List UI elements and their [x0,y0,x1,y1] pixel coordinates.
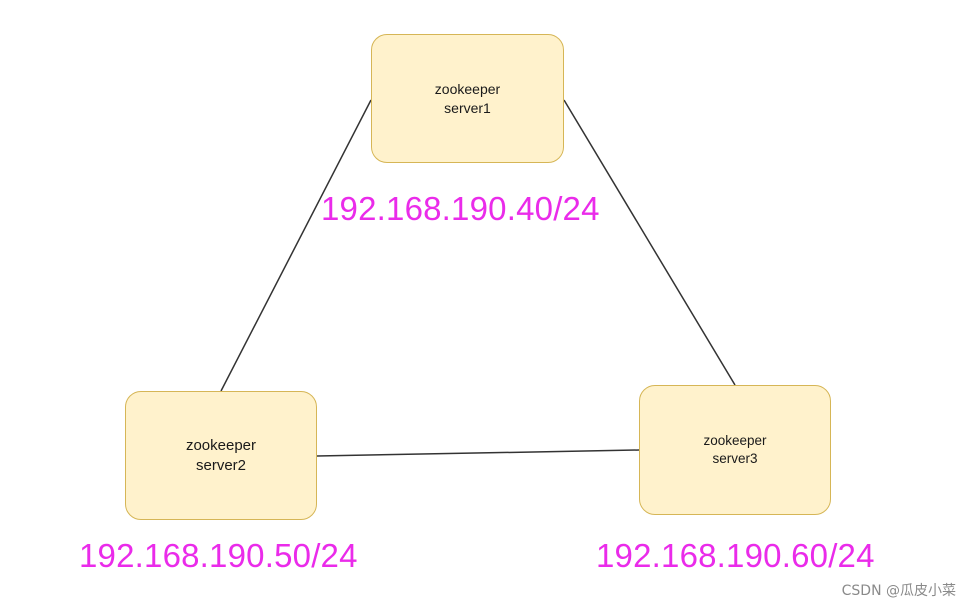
server1-title: zookeeper [434,81,501,98]
server2-node[interactable]: zookeeper server2 [125,391,317,520]
edge-server1-server2 [220,99,372,392]
server3-ip-label: 192.168.190.60/24 [596,537,875,574]
server1-name: server1 [444,99,491,116]
server3-node[interactable]: zookeeper server3 [639,385,831,515]
server1-node[interactable]: zookeeper server1 [371,34,564,163]
server1-ip-label: 192.168.190.40/24 [321,190,600,227]
server3-title: zookeeper [703,433,767,449]
server2-ip-label: 192.168.190.50/24 [79,537,358,574]
server2-name: server2 [195,456,247,474]
server2-title: zookeeper [185,437,257,454]
server3-name: server3 [712,451,758,466]
edge-server1-server3 [563,99,736,386]
edge-server2-server3 [316,449,640,457]
csdn-watermark: CSDN @瓜皮小菜 [841,583,956,599]
